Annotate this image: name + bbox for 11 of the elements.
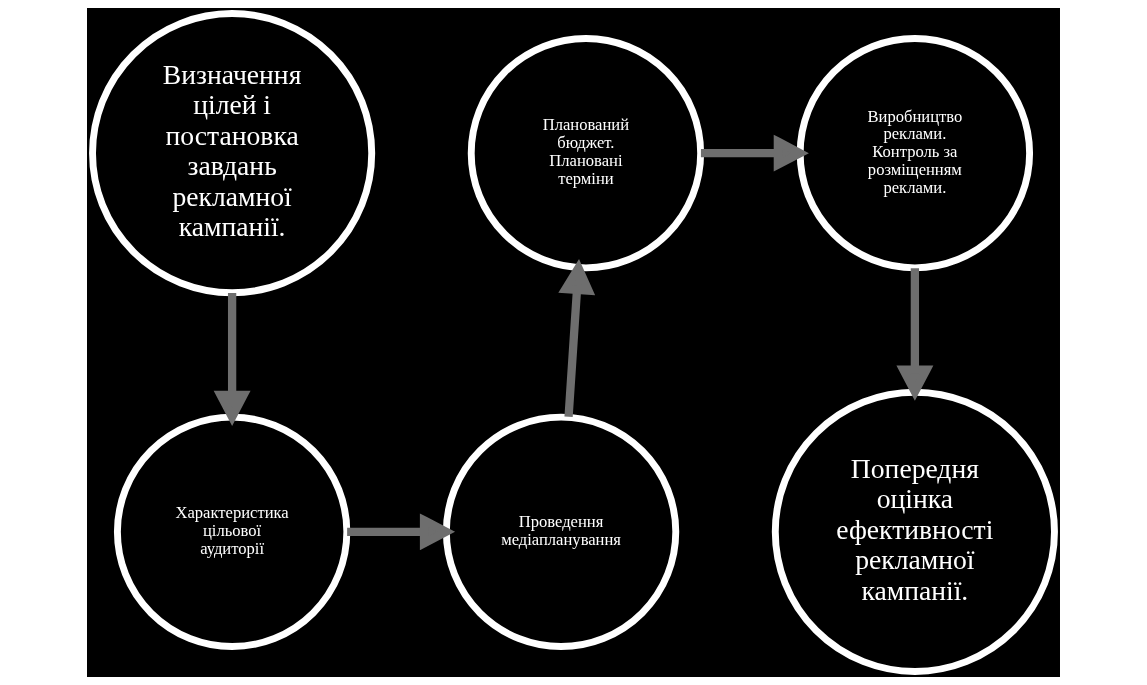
arrow [347,513,456,551]
arrow [213,292,251,426]
arrow [558,258,596,417]
node-circle: Виробництво реклами. Контроль за розміщенням реклами. [796,35,1034,272]
node-circle: Визначення цілей і постановка завдань рекламної кампанії. [89,10,376,297]
arrow [896,268,934,401]
node-circle: Планований бюджет. Плановані терміни [467,35,705,272]
arrow [700,134,809,172]
node-circle: Попередня оцінка ефективності рекламної кампанії. [771,388,1058,675]
node-circle: Проведення медіапланування [442,413,680,650]
node-circle: Характеристика цільової аудиторії [113,413,351,650]
